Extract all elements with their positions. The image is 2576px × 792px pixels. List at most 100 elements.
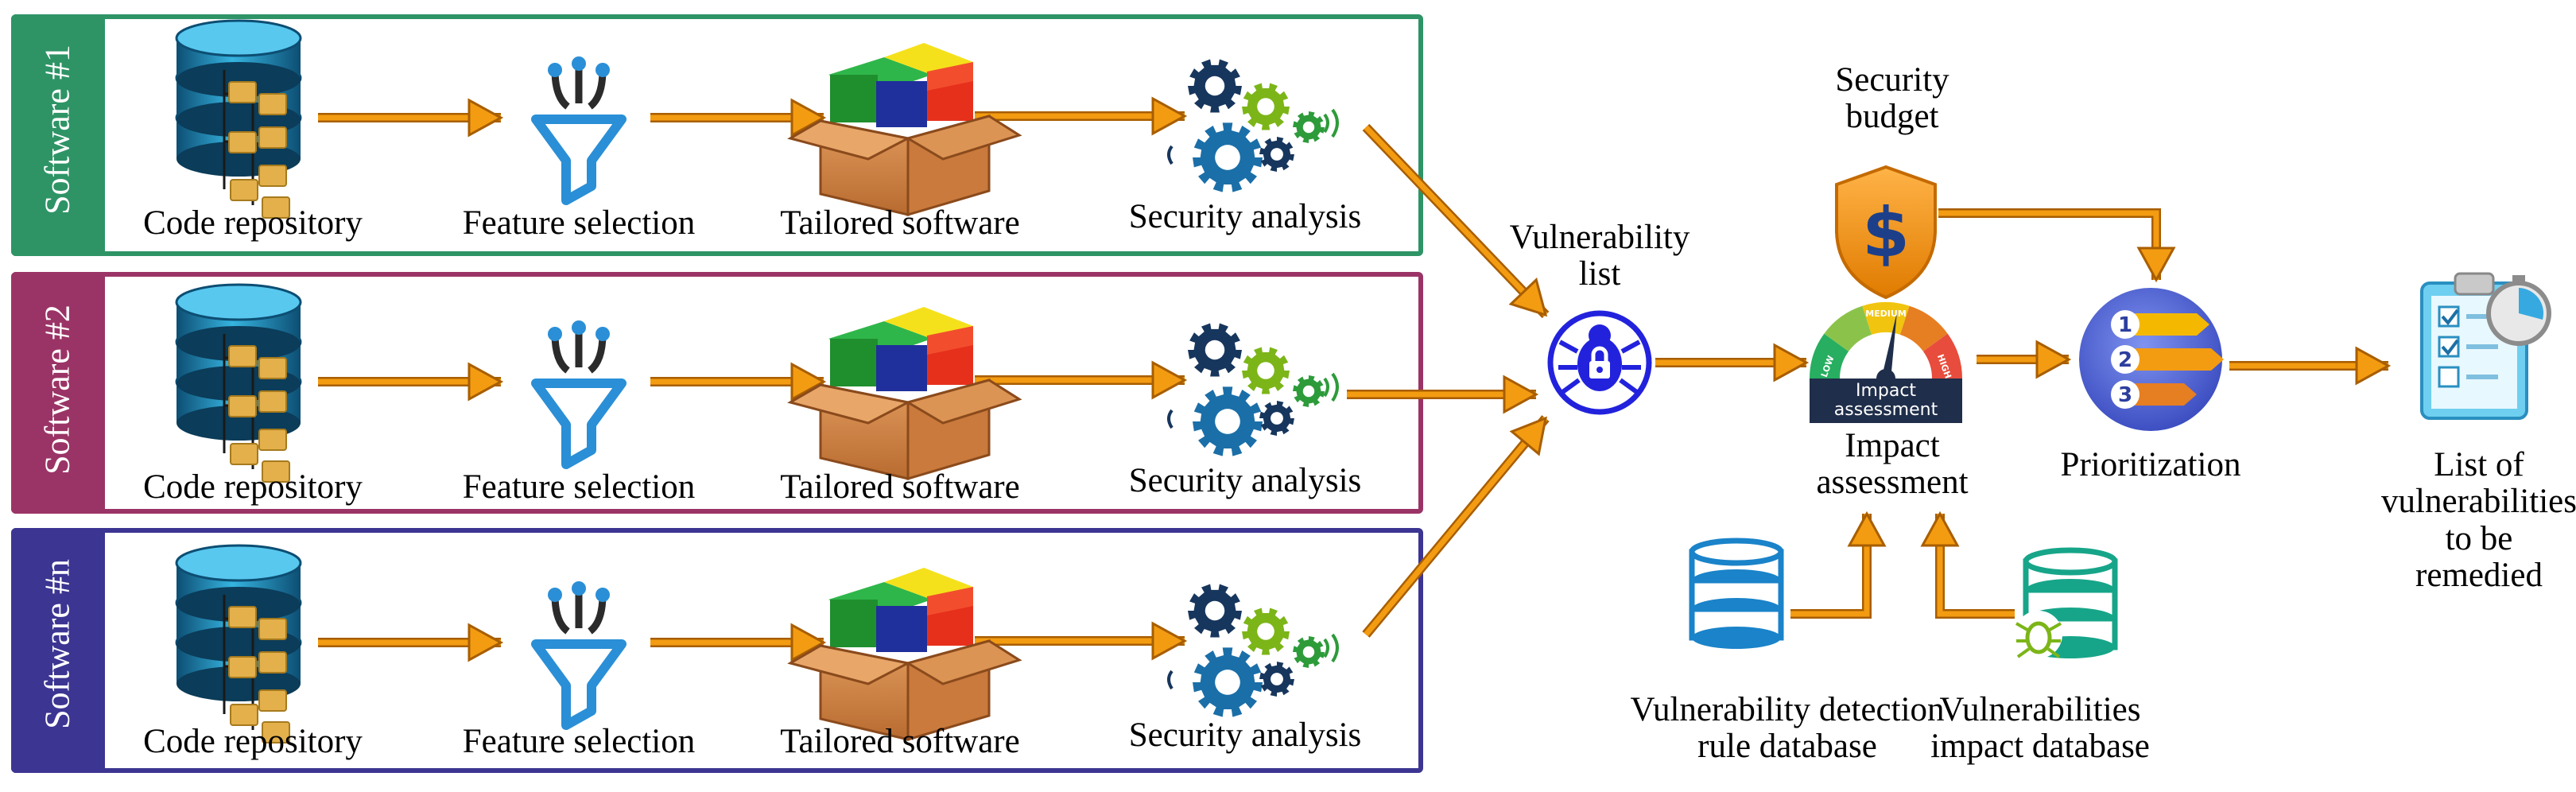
folder-3 (228, 395, 257, 417)
folder-4 (258, 165, 287, 187)
funnel-icon-lane-2 (531, 320, 627, 469)
folder-0 (228, 345, 257, 367)
impact-assessment-line2: assessment (1816, 464, 1969, 502)
gears-icon-lane-1 (1167, 59, 1339, 192)
dollar-icon: $ (1862, 193, 1910, 273)
folder-1 (258, 357, 287, 379)
gauge-segment-2 (1862, 302, 1910, 335)
lane-2-step-2-label: Feature selection (462, 468, 696, 506)
impact-assessment-line1: Impact (1845, 427, 1940, 464)
arrow-prio-to-output (2229, 346, 2392, 386)
folder-1 (258, 618, 287, 640)
priority-rank-3: 3 (2118, 383, 2132, 407)
arrow-lane-1-c (975, 96, 1188, 136)
folder-5 (230, 704, 258, 726)
lane-3-step-2-label: Feature selection (462, 723, 696, 760)
output-line1: List of (2434, 446, 2524, 483)
database-icon-lane-3 (175, 544, 302, 743)
folder-2 (258, 651, 287, 674)
folder-6 (262, 196, 290, 219)
arrow-lane1-to-vuln (1362, 123, 1550, 319)
box-icon-lane-3 (787, 568, 1022, 742)
folder-3 (228, 131, 257, 153)
check-box-2 (2438, 336, 2460, 358)
priority-rank-1: 1 (2118, 313, 2132, 337)
detection-db-line2: rule database (1697, 728, 1877, 766)
folder-5 (230, 443, 258, 465)
arrow-lane-1-a (318, 98, 504, 138)
folder-5 (230, 179, 258, 201)
budget-shield-icon: $ (1835, 165, 1937, 300)
prioritization-label: Prioritization (2060, 446, 2241, 483)
lane-tab-n (11, 528, 105, 773)
lane-1-step-1-label: Code repository (143, 204, 363, 242)
vulnerability-list-label: Vulnerability list (1510, 219, 1690, 293)
folder-2 (258, 390, 287, 413)
gauge-needle (1881, 312, 1897, 380)
vulnerability-list-line2: list (1578, 255, 1621, 293)
gears-icon-lane-2 (1167, 323, 1339, 456)
folder-2 (258, 126, 287, 149)
detection-db-icon (1689, 538, 1784, 649)
lane-3-step-4-label: Security analysis (1128, 716, 1362, 754)
lane-2-step-3-label: Tailored software (780, 468, 1020, 506)
lane-3-step-1-label: Code repository (143, 723, 363, 760)
priority-bar-1 (2135, 313, 2209, 336)
detection-db-label: Vulnerability detection rule database (1630, 691, 1944, 766)
output-line2: vulnerabilities (2381, 483, 2576, 521)
funnel-icon-lane-1 (531, 56, 627, 205)
security-budget-line2: budget (1845, 98, 1939, 136)
gauge-text-1: Impact (1856, 381, 1916, 401)
output-line3: to be remedied (2415, 519, 2543, 595)
arrow-lane-3-c (975, 621, 1188, 661)
arrow-vuln-to-impact (1655, 343, 1810, 382)
folder-6 (262, 460, 290, 483)
arrow-impact-to-prio (1977, 340, 2072, 379)
arrow-detectiondb-to-impact (1790, 511, 1887, 619)
arrow-lane-3-b (650, 623, 827, 662)
database-icon-lane-1 (175, 19, 302, 219)
folder-6 (262, 721, 290, 743)
arrow-impactdb-to-impact (1920, 511, 2015, 619)
impact-db-icon (2015, 547, 2118, 658)
output-list-label: List of vulnerabilities to be remedied (2381, 446, 2576, 595)
gauge-scale-medium: MEDIUM (1865, 309, 1907, 319)
flow-arrows (318, 96, 2392, 662)
folder-0 (228, 81, 257, 103)
lane-2-step-4-label: Security analysis (1128, 462, 1362, 499)
lane-2-step-1-label: Code repository (143, 468, 363, 506)
impact-db-label: Vulnerabilities impact database (1930, 691, 2150, 766)
arrow-lane-2-b (650, 362, 827, 402)
gauge-segment-1 (1824, 305, 1872, 351)
arrow-budget-to-prio (1938, 208, 2176, 283)
gears-icon-lane-3 (1167, 584, 1339, 717)
vulnerability-list-line1: Vulnerability (1509, 219, 1690, 256)
vulnerability-bug-lock-icon (1547, 310, 1652, 415)
arrow-lane2-to-vuln (1347, 375, 1539, 414)
funnel-icon-lane-3 (531, 581, 627, 730)
prioritization-icon: 123 (2079, 288, 2224, 431)
gauge-segment-4 (1922, 333, 1962, 379)
arrow-lane-3-a (318, 623, 504, 662)
folder-0 (228, 606, 257, 628)
lane-tab-1 (11, 14, 105, 256)
security-budget-line1: Security (1835, 61, 1949, 99)
arrow-laneN-to-vuln (1362, 415, 1550, 638)
impact-db-line2: impact database (1930, 728, 2150, 766)
security-budget-label: Security budget (1835, 61, 1949, 136)
priority-bar-2 (2135, 348, 2224, 371)
check-box-3 (2438, 366, 2460, 388)
priority-bar-3 (2135, 383, 2197, 406)
impact-assessment-label: Impact assessment (1816, 427, 1969, 502)
box-icon-lane-1 (787, 43, 1022, 217)
lane-tab-2 (11, 272, 105, 514)
gauge-segment-3 (1899, 305, 1948, 351)
lane-1-step-4-label: Security analysis (1128, 198, 1362, 235)
arrow-lane-2-c (975, 360, 1188, 400)
impact-db-line1: Vulnerabilities (1939, 691, 2141, 728)
folder-1 (258, 93, 287, 115)
